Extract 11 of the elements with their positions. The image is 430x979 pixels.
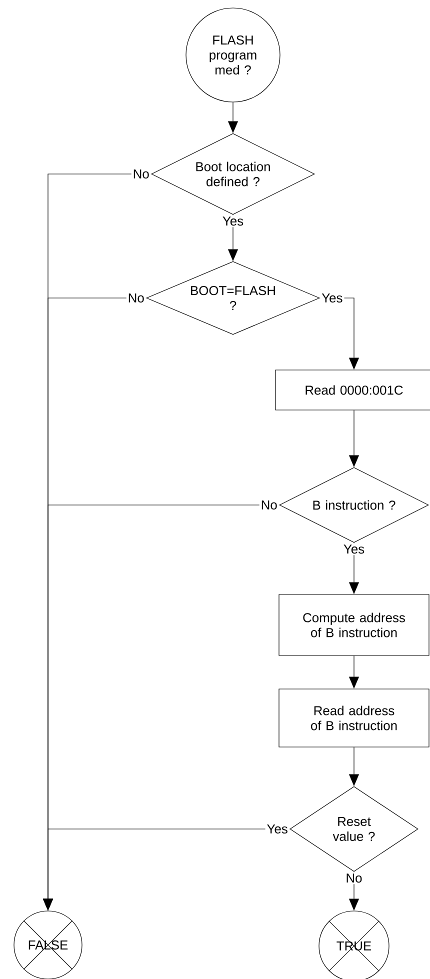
- edge-label: Yes: [342, 543, 366, 556]
- edge-label: Yes: [265, 823, 290, 836]
- edge-label: No: [344, 872, 364, 884]
- edge-label: No: [131, 168, 151, 180]
- edge-label: Yes: [220, 215, 246, 228]
- process-box: Read 0000:001C: [275, 370, 430, 410]
- edge-label: No: [259, 499, 279, 512]
- edge-label: Yes: [320, 292, 344, 304]
- process-box: Read address of B instruction: [278, 688, 430, 748]
- edge-label: No: [126, 292, 146, 304]
- process-box: Compute address of B instruction: [278, 594, 430, 656]
